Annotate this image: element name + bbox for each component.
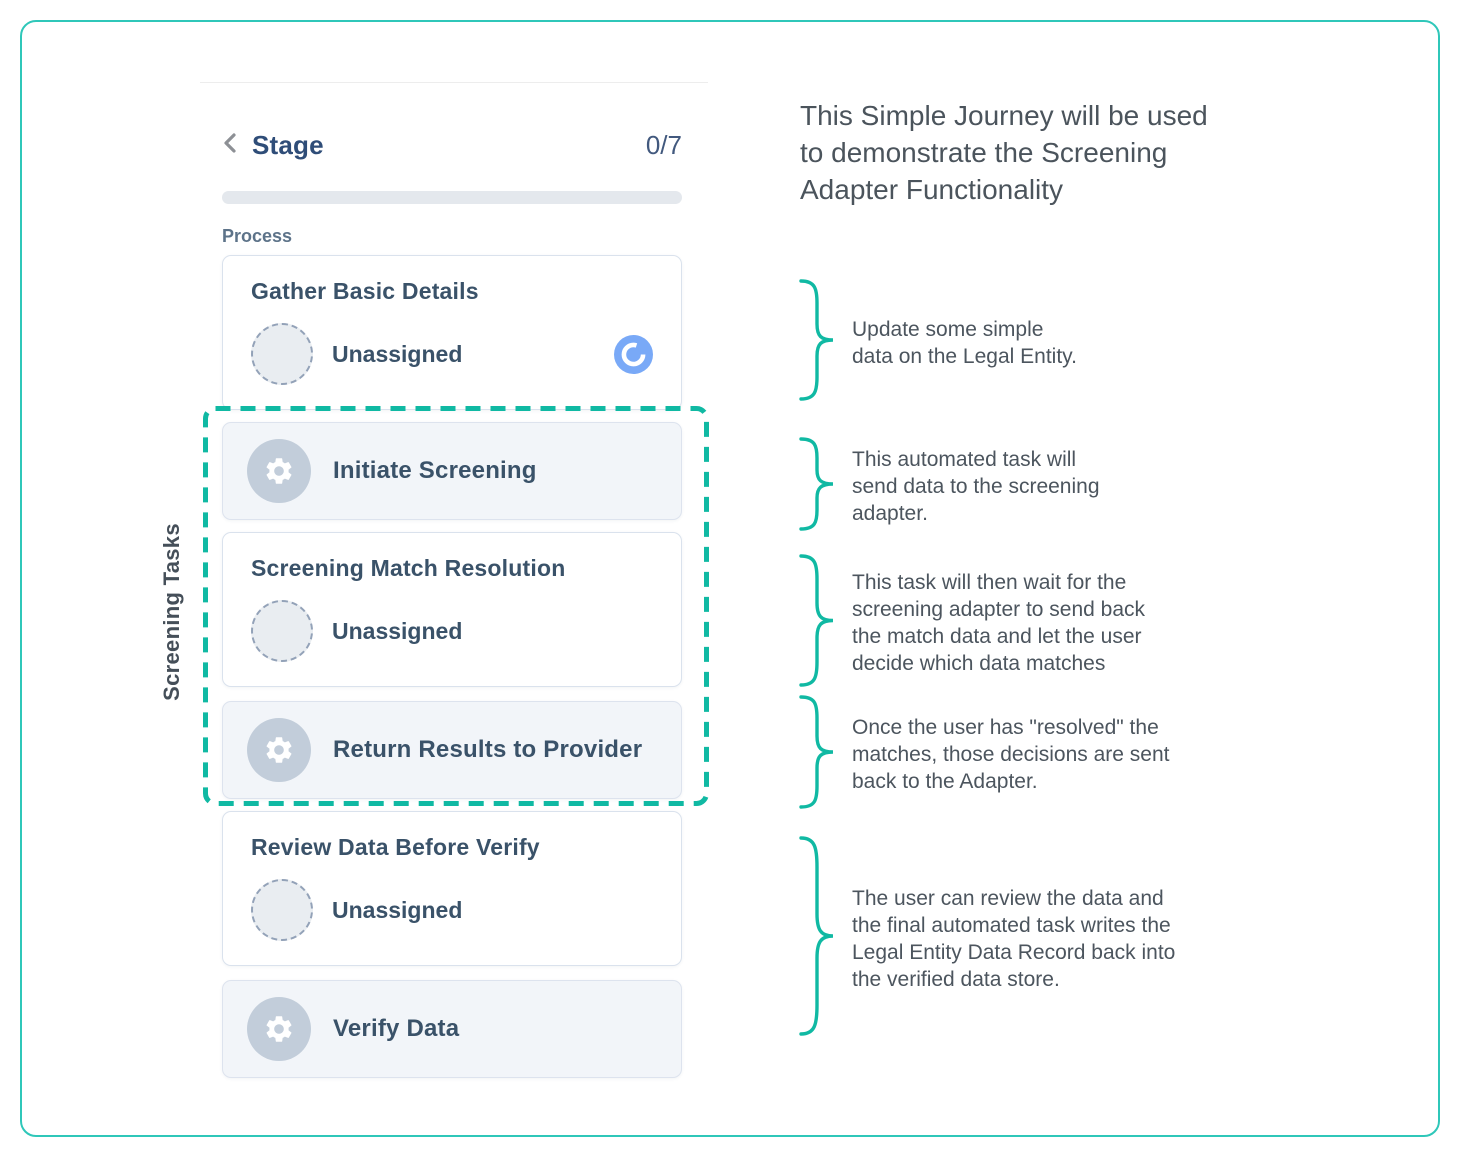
annotation-note: The user can review the data and the fin… — [795, 835, 1175, 1042]
task-card-review-data-before-verify[interactable]: Review Data Before Verify Unassigned — [222, 811, 682, 966]
task-title: Verify Data — [333, 1015, 460, 1042]
assignment-row: Unassigned — [251, 323, 653, 385]
task-card-verify-data[interactable]: Verify Data — [222, 980, 682, 1078]
avatar-placeholder-icon[interactable] — [251, 600, 313, 662]
process-section-label: Process — [222, 226, 293, 246]
curly-brace-icon — [795, 694, 839, 815]
curly-brace-icon — [795, 835, 839, 1042]
sync-progress-icon — [614, 334, 653, 374]
annotation-note: Once the user has "resolved" the matches… — [795, 694, 1170, 815]
avatar-placeholder-icon[interactable] — [251, 879, 313, 941]
stage-header: Stage 0/7 — [222, 130, 682, 161]
task-title: Review Data Before Verify — [251, 834, 540, 860]
task-card-screening-match-resolution[interactable]: Screening Match Resolution Unassigned — [222, 532, 682, 687]
annotation-text: The user can review the data and the fin… — [852, 886, 1176, 991]
annotation-text: Once the user has "resolved" the matches… — [852, 716, 1170, 793]
task-card-return-results-to-provider[interactable]: Return Results to Provider — [222, 701, 682, 799]
curly-brace-icon — [795, 553, 839, 693]
task-title: Initiate Screening — [333, 457, 537, 484]
task-title: Return Results to Provider — [333, 736, 643, 763]
annotation-text: This automated task will send data to th… — [852, 448, 1100, 525]
screening-tasks-group-label: Screening Tasks — [159, 523, 184, 701]
task-card-initiate-screening[interactable]: Initiate Screening — [222, 422, 682, 520]
task-title: Screening Match Resolution — [251, 555, 566, 581]
stage-panel: Stage 0/7 Process Gather Basic Details U… — [222, 82, 682, 1078]
journey-description-title: This Simple Journey will be used to demo… — [800, 100, 1208, 205]
stage-title: Stage — [252, 130, 324, 160]
chevron-left-icon — [222, 131, 238, 160]
stage-progress-bar — [222, 191, 682, 204]
annotation-note: This automated task will send data to th… — [795, 436, 1100, 537]
gear-icon — [247, 439, 311, 503]
task-card-gather-basic-details[interactable]: Gather Basic Details Unassigned — [222, 255, 682, 410]
annotation-note: Update some simple data on the Legal Ent… — [795, 278, 1077, 407]
curly-brace-icon — [795, 436, 839, 537]
panel-divider — [200, 82, 708, 83]
gear-icon — [247, 997, 311, 1061]
annotation-text: Update some simple data on the Legal Ent… — [852, 317, 1077, 368]
assignee-label: Unassigned — [332, 896, 463, 923]
annotation-text: This task will then wait for the screeni… — [852, 571, 1146, 675]
assignment-row: Unassigned — [251, 879, 653, 941]
gear-icon — [247, 718, 311, 782]
stage-task-counter: 0/7 — [645, 130, 682, 160]
curly-brace-icon — [795, 278, 839, 407]
avatar-placeholder-icon[interactable] — [251, 323, 313, 385]
assignment-row: Unassigned — [251, 600, 653, 662]
assignee-label: Unassigned — [332, 617, 463, 644]
task-title: Gather Basic Details — [251, 278, 479, 304]
annotation-note: This task will then wait for the screeni… — [795, 553, 1145, 693]
back-button[interactable] — [222, 131, 238, 160]
assignee-label: Unassigned — [332, 340, 463, 367]
